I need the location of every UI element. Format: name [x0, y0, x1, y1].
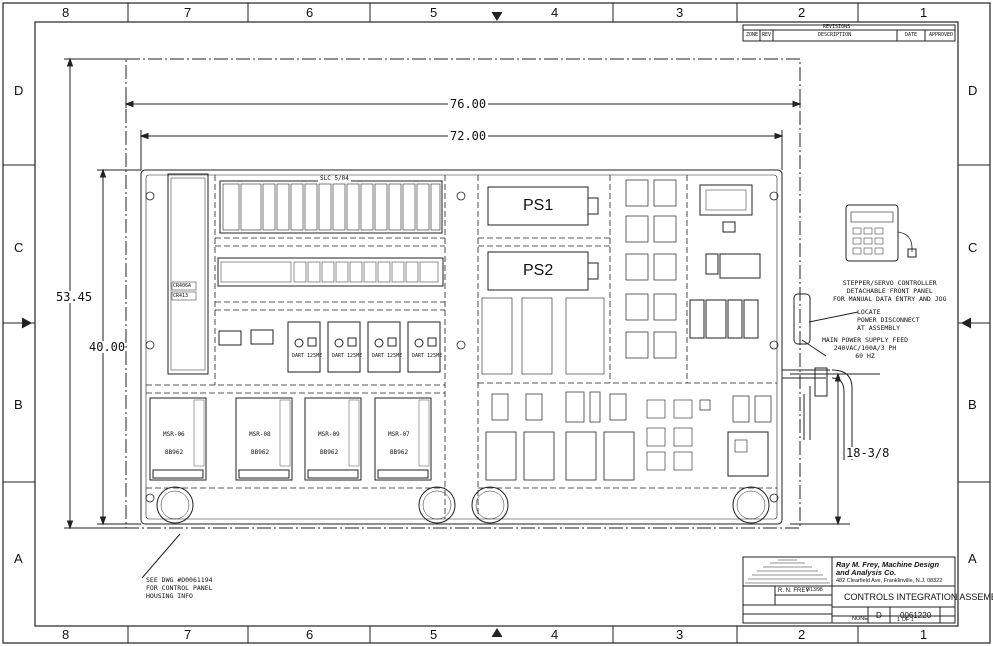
zone-col-6-top: 6 — [306, 5, 314, 20]
power-feed-note: MAIN POWER SUPPLY FEED 240VAC/100A/3 PH … — [822, 336, 909, 361]
zone-col-5-top: 5 — [430, 5, 438, 20]
drawing-size: D — [876, 611, 882, 620]
drive-unit-2: DART 125ME — [332, 353, 363, 359]
drawing-title: CONTROLS INTEGRATION ASSEMBLY — [844, 592, 993, 602]
zone-row-d-right: D — [968, 83, 978, 98]
revisions-title: REVISIONS — [823, 24, 851, 30]
zone-row-a-left: A — [14, 551, 23, 566]
zone-col-2-bottom: 2 — [798, 627, 806, 642]
drive-unit-4: DART 125ME — [412, 353, 443, 359]
zone-col-5-bottom: 5 — [430, 627, 438, 642]
motor-driver-3: MSR-09 — [318, 431, 340, 438]
zone-row-c-right: C — [968, 240, 978, 255]
company-logo — [745, 559, 830, 584]
drawing-date: 9/13/98 — [806, 587, 823, 593]
zone-col-4-top: 4 — [551, 5, 559, 20]
dim-overall-width: 76.00 — [448, 97, 489, 111]
zone-col-8-bottom: 8 — [62, 627, 70, 642]
zone-col-7-bottom: 7 — [184, 627, 192, 642]
zone-row-a-right: A — [968, 551, 977, 566]
zone-col-4-bottom: 4 — [551, 627, 559, 642]
see-dwg-note: SEE DWG #D0061194 FOR CONTROL PANEL HOUS… — [146, 576, 213, 601]
plc-label: SLC 5/04 — [318, 175, 351, 182]
ps2-label: PS2 — [523, 262, 554, 279]
revisions-col-approved: APPROVED — [929, 32, 954, 38]
revisions-col-date: DATE — [905, 32, 918, 38]
zone-row-b-right: B — [968, 397, 977, 412]
zone-col-6-bottom: 6 — [306, 627, 314, 642]
motor-driver-2: MSR-08 — [249, 431, 271, 438]
revisions-col-rev: REV — [762, 32, 772, 38]
motor-driver-4: MSR-07 — [388, 431, 410, 438]
zone-row-d-left: D — [14, 83, 24, 98]
drawing-number: 0061220 — [900, 611, 932, 620]
zone-col-7-top: 7 — [184, 5, 192, 20]
zone-col-8-top: 8 — [62, 5, 70, 20]
dim-lower-height: 18-3/8 — [846, 446, 890, 460]
zone-col-3-top: 3 — [676, 5, 684, 20]
motor-driver-1: MSR-06 — [163, 431, 185, 438]
driver-part-3: BB962 — [320, 449, 339, 456]
driver-part-2: BB962 — [251, 449, 270, 456]
ps1-label: PS1 — [523, 197, 554, 214]
zone-row-b-left: B — [14, 397, 23, 412]
controller-note: STEPPER/SERVO CONTROLLER DETACHABLE FRON… — [833, 279, 947, 304]
drawn-by: R. N. FREY — [778, 588, 810, 594]
company-address: 482 Clearfield Ave, Franklinville, N.J. … — [836, 578, 943, 584]
driver-part-1: BB962 — [165, 449, 184, 456]
dim-overall-height: 53.45 — [56, 290, 93, 304]
drive-unit-3: DART 125ME — [372, 353, 403, 359]
revisions-col-zone: ZONE — [746, 32, 759, 38]
zone-col-1-top: 1 — [920, 5, 928, 20]
dim-inner-height: 40.00 — [89, 340, 126, 354]
drawing-sheet: 1 OF 1 — [897, 617, 914, 623]
vertical-module-tag-1: CR406A — [173, 283, 192, 289]
disconnect-note: LOCATE POWER DISCONNECT AT ASSEMBLY — [857, 308, 920, 333]
revisions-col-description: DESCRIPTION — [818, 32, 852, 38]
zone-col-1-bottom: 1 — [920, 627, 928, 642]
driver-part-4: BB962 — [390, 449, 409, 456]
dim-inner-width: 72.00 — [448, 129, 489, 143]
company-name: Ray M. Frey, Machine Design and Analysis… — [836, 560, 940, 578]
zone-col-2-top: 2 — [798, 5, 806, 20]
zone-col-3-bottom: 3 — [676, 627, 684, 642]
drive-unit-1: DART 125ME — [292, 353, 323, 359]
zone-row-c-left: C — [14, 240, 24, 255]
drawing-scale: NONE — [852, 616, 868, 622]
vertical-module-tag-2: CR413 — [173, 293, 189, 299]
